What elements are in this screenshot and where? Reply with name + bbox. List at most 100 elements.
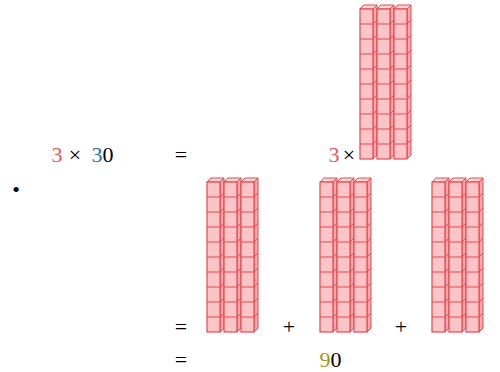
cube-edge [254, 268, 258, 272]
cube-edge [462, 253, 466, 257]
cube-edge [432, 257, 445, 258]
cube-edge [360, 99, 373, 100]
cube-edge [432, 272, 445, 273]
cube-edge [254, 193, 258, 197]
rod-front [207, 182, 220, 332]
cube-edge [320, 302, 333, 303]
rod-side [373, 5, 377, 159]
cube-edge [466, 197, 479, 198]
cube-edge [254, 238, 258, 242]
equals-sign: = [175, 316, 187, 338]
cube-edge [237, 193, 241, 197]
cube-edge [445, 193, 449, 197]
cube-edge [220, 253, 224, 257]
equals-sign: = [175, 349, 187, 371]
cube-edge [350, 313, 354, 317]
cube-edge [449, 272, 462, 273]
cube-edge [377, 84, 390, 85]
tens-digit: 3 [92, 144, 103, 166]
cube-edge [220, 298, 224, 302]
cube-edge [224, 257, 237, 258]
cube-edge [220, 208, 224, 212]
cube-edge [354, 257, 367, 258]
cube-edge [254, 313, 258, 317]
cube-edge [241, 302, 254, 303]
ten-rod [466, 178, 483, 332]
rod-top [337, 178, 354, 182]
cube-edge [479, 208, 483, 212]
cube-edge [320, 212, 333, 213]
cube-edge [373, 20, 377, 24]
cube-edge [373, 65, 377, 69]
cube-edge [350, 208, 354, 212]
cube-edge [360, 39, 373, 40]
cube-edge [479, 253, 483, 257]
cube-edge [394, 129, 407, 130]
cube-edge [449, 197, 462, 198]
cube-edge [224, 272, 237, 273]
cube-edge [237, 298, 241, 302]
cube-edge [350, 238, 354, 242]
cube-edge [449, 287, 462, 288]
cube-edge [377, 39, 390, 40]
cube-edge [445, 253, 449, 257]
cube-edge [237, 238, 241, 242]
cube-edge [377, 69, 390, 70]
ten-rod [394, 5, 411, 159]
rod-top [354, 178, 371, 182]
cube-edge [220, 268, 224, 272]
cube-edge [360, 114, 373, 115]
factor-number: 3 [329, 144, 340, 166]
cube-edge [479, 298, 483, 302]
cube-edge [224, 227, 237, 228]
cube-edge [449, 317, 462, 318]
rod-front [360, 9, 373, 159]
cube-edge [373, 35, 377, 39]
cube-edge [220, 313, 224, 317]
cube-edge [407, 65, 411, 69]
cube-edge [390, 35, 394, 39]
cube-edge [367, 298, 371, 302]
cube-edge [432, 242, 445, 243]
cube-edge [479, 313, 483, 317]
cube-edge [207, 212, 220, 213]
cube-edge [407, 140, 411, 144]
cube-edge [407, 125, 411, 129]
cube-edge [390, 95, 394, 99]
rod-top [207, 178, 224, 182]
cube-edge [224, 317, 237, 318]
rod-front [241, 182, 254, 332]
cube-edge [466, 212, 479, 213]
cube-edge [350, 193, 354, 197]
rod-front [224, 182, 237, 332]
cube-edge [320, 227, 333, 228]
cube-edge [373, 140, 377, 144]
cube-edge [449, 227, 462, 228]
rod-front [354, 182, 367, 332]
rod-side [445, 178, 449, 332]
cube-edge [254, 223, 258, 227]
cube-edge [479, 223, 483, 227]
rod-side [254, 178, 258, 332]
cube-edge [241, 227, 254, 228]
cube-edge [224, 302, 237, 303]
cube-edge [432, 302, 445, 303]
cube-edge [337, 197, 350, 198]
cube-edge [367, 208, 371, 212]
cube-edge [360, 84, 373, 85]
cube-edge [390, 80, 394, 84]
cube-edge [445, 298, 449, 302]
cube-edge [350, 283, 354, 287]
cube-edge [254, 298, 258, 302]
rod-side [390, 5, 394, 159]
equals-sign: = [175, 144, 187, 166]
cube-edge [241, 197, 254, 198]
ones-digit: 0 [331, 349, 342, 371]
cube-edge [377, 129, 390, 130]
cube-edge [333, 313, 337, 317]
cube-edge [466, 227, 479, 228]
cube-edge [354, 317, 367, 318]
cube-edge [449, 212, 462, 213]
cube-edge [241, 317, 254, 318]
